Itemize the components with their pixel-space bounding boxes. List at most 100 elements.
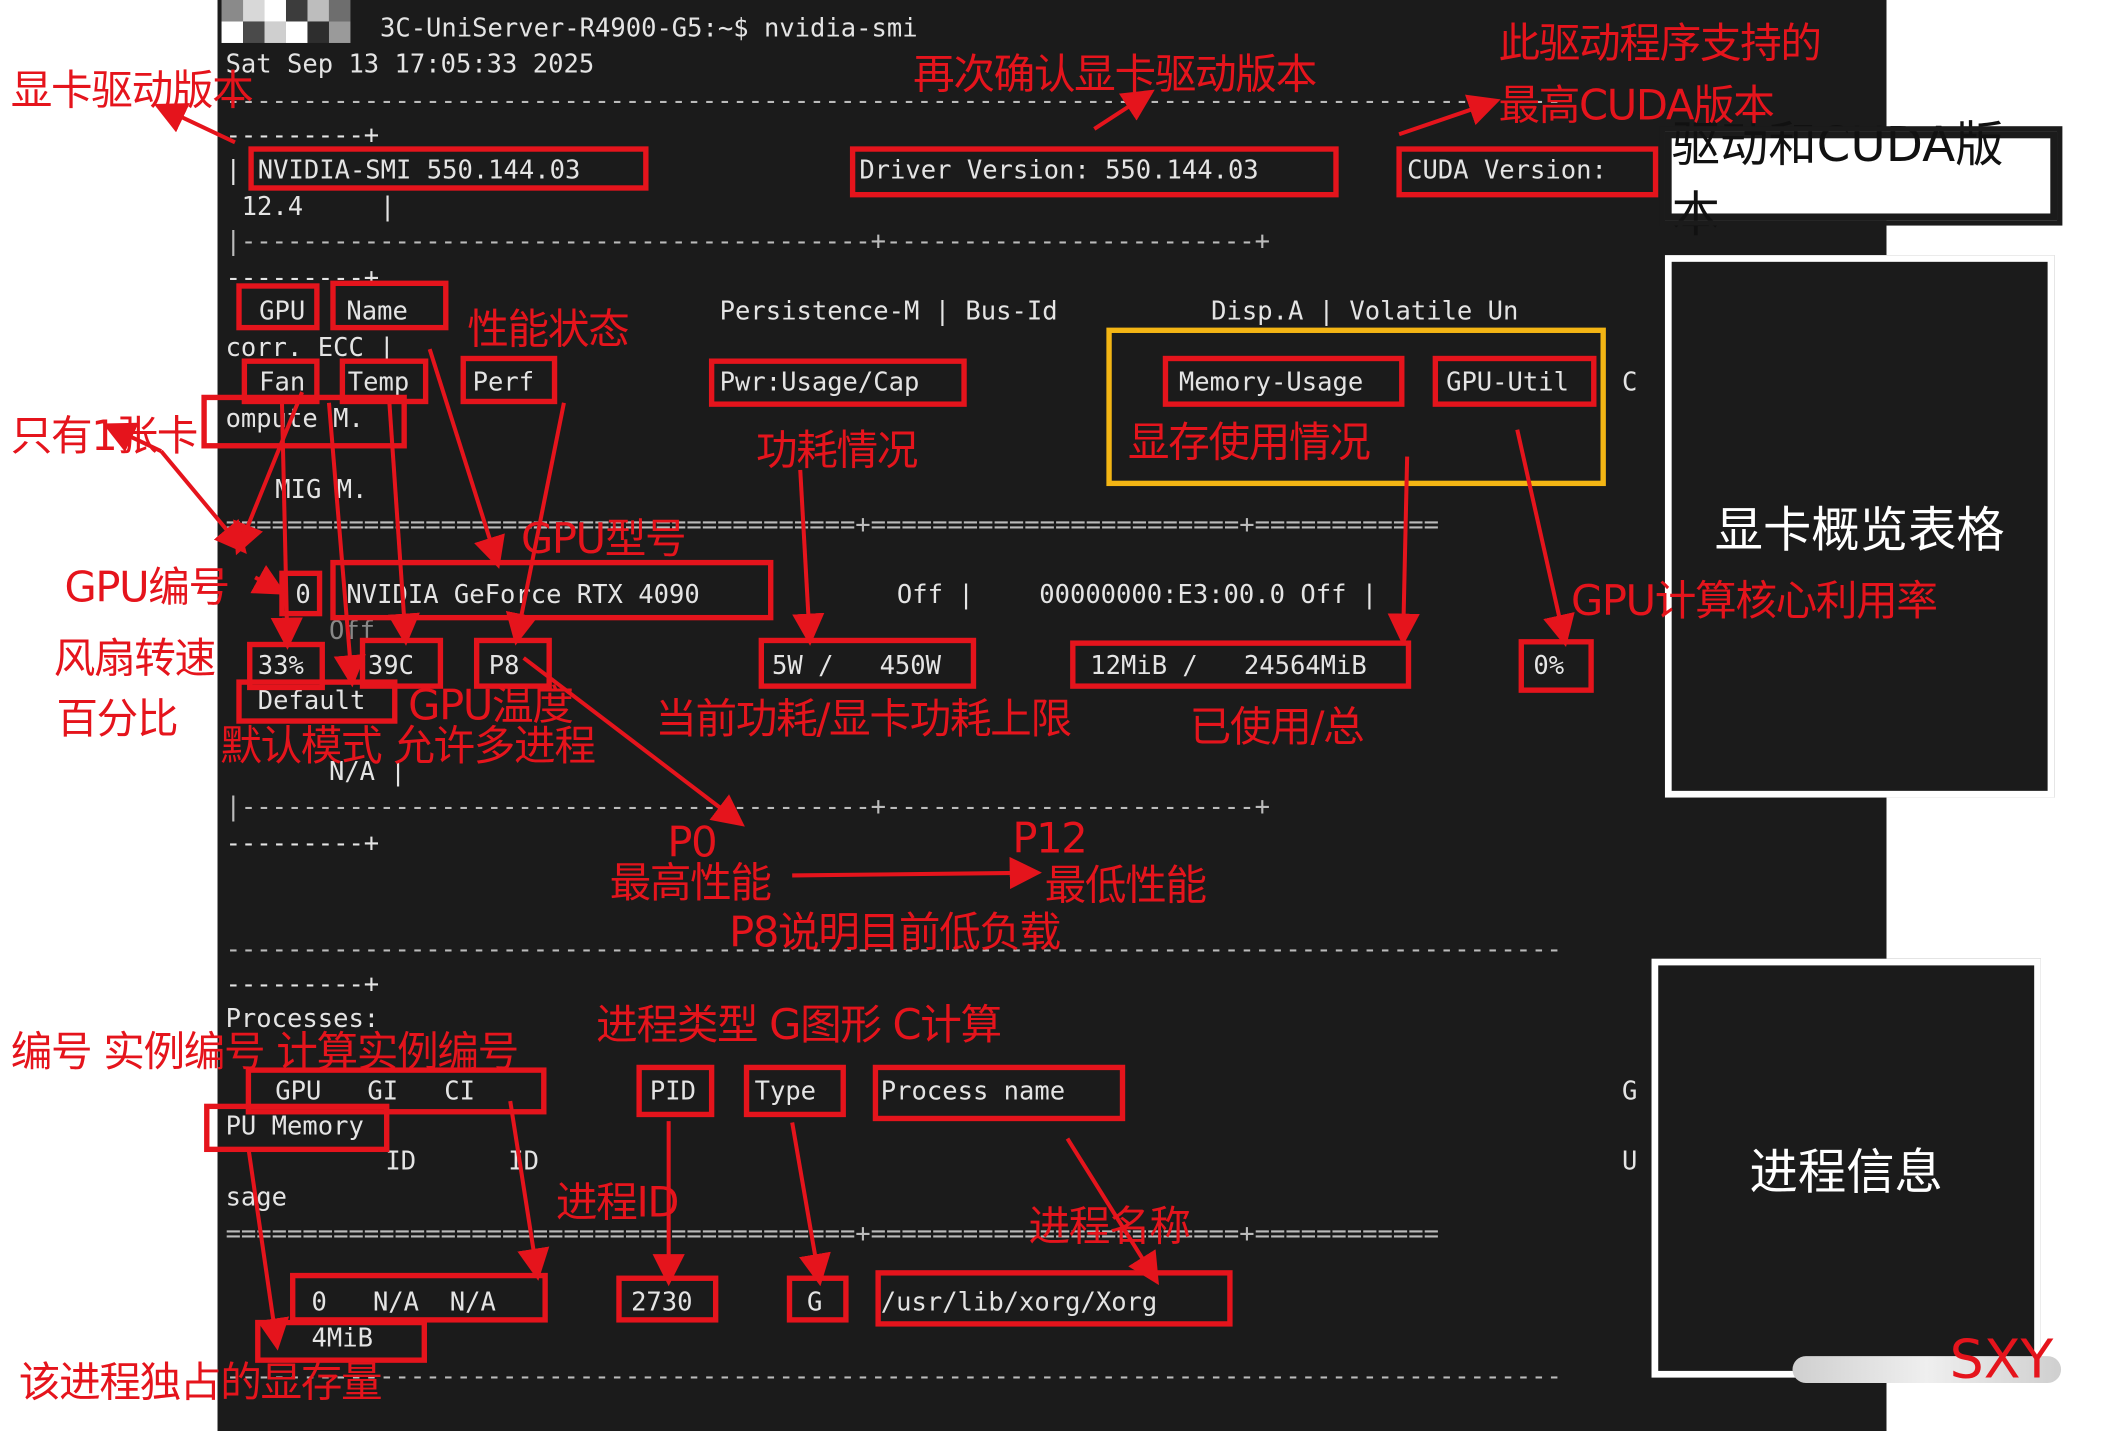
header-gpu: GPU [259, 296, 306, 327]
highlight-proc-row-name [875, 1270, 1233, 1327]
ann-proc-type: 进程类型 G图形 C计算 [596, 1001, 1002, 1050]
ann-p12-desc: 最低性能 [1044, 862, 1207, 911]
proc-row-pid: 2730 [631, 1287, 693, 1318]
ann-p0: P0 [667, 819, 717, 868]
value-perf: P8 [488, 651, 520, 681]
proc-bottom-line: ----------------------------------------… [225, 1361, 1562, 1392]
ann-index-instance: 编号 实例编号 计算实例编号 [10, 1028, 520, 1077]
highlight-gpu-name [330, 559, 774, 621]
plus-line-4: ---------+ [225, 969, 380, 999]
header-perf: Perf [472, 367, 535, 398]
value-gpu-index: 0 [295, 580, 311, 610]
driver-version: Driver Version: 550.144.03 [859, 155, 1259, 186]
ann-max-cuda-2: 最高CUDA版本 [1498, 81, 1774, 131]
ann-perf-state: 性能状态 [467, 306, 629, 355]
avatar [221, 0, 372, 51]
proc-pid-header: PID [649, 1076, 696, 1107]
proc-u-header: U [1621, 1146, 1638, 1177]
highlight-default-mode [236, 679, 398, 724]
header-persistence: Persistence-M | Bus-Id Disp.A | Volatile… [719, 296, 1519, 327]
value-persistence: Off | [896, 580, 974, 610]
header-c: C [1621, 367, 1638, 398]
proc-gpu-gi-ci: GPU GI CI [275, 1076, 475, 1107]
proc-row-gpu: 0 N/A N/A [311, 1287, 496, 1318]
highlight-gpu-util [1432, 355, 1597, 407]
header-corr-ecc: corr. ECC | [225, 332, 395, 363]
header-memory-usage: Memory-Usage [1178, 367, 1364, 398]
highlight-smi-version [248, 146, 649, 191]
header-pwr: Pwr:Usage/Cap [719, 367, 920, 398]
side-box-driver-cuda: 驱动和CUDA版本 [1659, 118, 2063, 243]
highlight-cuda-version [1396, 146, 1659, 198]
value-temp: 39C [367, 651, 414, 681]
ann-p0-desc: 最高性能 [609, 859, 772, 908]
highlight-driver-version [849, 146, 1339, 198]
highlight-memory-usage [1162, 355, 1405, 407]
proc-row-memory: 4MiB [311, 1323, 373, 1354]
double-line: ========================================… [225, 510, 1439, 540]
cuda-version-label: CUDA Version: [1407, 155, 1607, 186]
table-bottom-line: |---------------------------------------… [225, 792, 1271, 822]
proc-double-line: ========================================… [225, 1219, 1439, 1249]
ann-gpu-core-util: GPU计算核心利用率 [1570, 577, 1938, 626]
value-power: 5W / 450W [772, 651, 942, 681]
watermark: SXY [1949, 1329, 2054, 1392]
highlight-gpu [236, 283, 320, 331]
value-bus-id: 00000000:E3:00.0 Off | [1039, 580, 1378, 610]
ann-recheck-driver: 再次确认显卡驱动版本 [913, 51, 1317, 100]
dash-line: ----------------------------------------… [225, 85, 1562, 116]
proc-row-type: G [806, 1287, 823, 1318]
ann-max-cuda-1: 此驱动程序支持的 [1498, 20, 1822, 69]
highlight-compute-mode [201, 394, 407, 449]
ann-fan-speed-1: 风扇转速 [53, 635, 216, 684]
value-fan: 33% [257, 651, 304, 681]
highlight-proc-row-gpu [290, 1272, 548, 1323]
highlight-name [330, 280, 449, 331]
proc-name-header: Process name [880, 1076, 1066, 1107]
ann-fan-speed-2: 百分比 [56, 695, 178, 744]
header-fan: Fan [259, 367, 306, 398]
processes-title: Processes: [225, 1004, 380, 1034]
plus-line: ---------+ [225, 120, 380, 151]
datetime: Sat Sep 13 17:05:33 2025 [225, 49, 595, 80]
highlight-fan [241, 358, 320, 405]
proc-pu-memory: PU Memory [225, 1111, 364, 1142]
value-util: 0% [1533, 651, 1565, 681]
ann-p8-desc: P8说明目前低负载 [729, 909, 1061, 958]
ann-default-mode: 默认模式 允许多进程 [220, 722, 596, 771]
proc-type-header: Type [754, 1076, 817, 1107]
blurred-area [1792, 1356, 2062, 1383]
ann-p12: P12 [1012, 815, 1087, 864]
plus-line-3: ---------+ [225, 828, 380, 858]
ann-proc-name: 进程名称 [1028, 1203, 1191, 1252]
ann-gpu-index: GPU编号 [64, 563, 230, 613]
highlight-pu-memory [204, 1103, 390, 1153]
highlight-memory-group [1106, 327, 1606, 487]
highlight-temp [339, 358, 429, 405]
ann-proc-mem: 该进程独占的显存量 [18, 1358, 383, 1408]
separator-row: |---------------------------------------… [225, 226, 1271, 257]
highlight-pwr [708, 358, 967, 407]
header-gpu-util: GPU-Util [1446, 367, 1569, 398]
proc-top-line: ----------------------------------------… [225, 934, 1562, 965]
smi-version: NVIDIA-SMI 550.144.03 [257, 155, 581, 186]
highlight-proc-gpu [245, 1067, 547, 1115]
proc-row-name: /usr/lib/xorg/Xorg [880, 1287, 1158, 1318]
value-mig: N/A | [328, 757, 406, 787]
highlight-proc-pid [636, 1064, 715, 1118]
header-compute-mode: ompute M. [225, 404, 364, 434]
proc-g-header: G [1621, 1076, 1638, 1107]
terminal-window [217, 0, 1887, 1431]
value-compute-mode: Default [257, 686, 366, 716]
highlight-perf [460, 355, 558, 405]
pipe-char: | [225, 155, 241, 186]
value-memory: 12MiB / 24564MiB [1090, 651, 1367, 681]
ann-memory-usage: 显存使用情况 [1127, 418, 1371, 468]
proc-id-header: ID ID [385, 1146, 539, 1177]
value-gpu-name: NVIDIA GeForce RTX 4090 [346, 580, 700, 610]
ann-pid: 进程ID [555, 1178, 680, 1228]
prompt-line: 3C-UniServer-R4900-G5:~$ nvidia-smi [379, 13, 918, 43]
cuda-version-wrap: 12.4 | [241, 192, 396, 222]
ann-used-total: 已使用/总 [1189, 703, 1365, 752]
